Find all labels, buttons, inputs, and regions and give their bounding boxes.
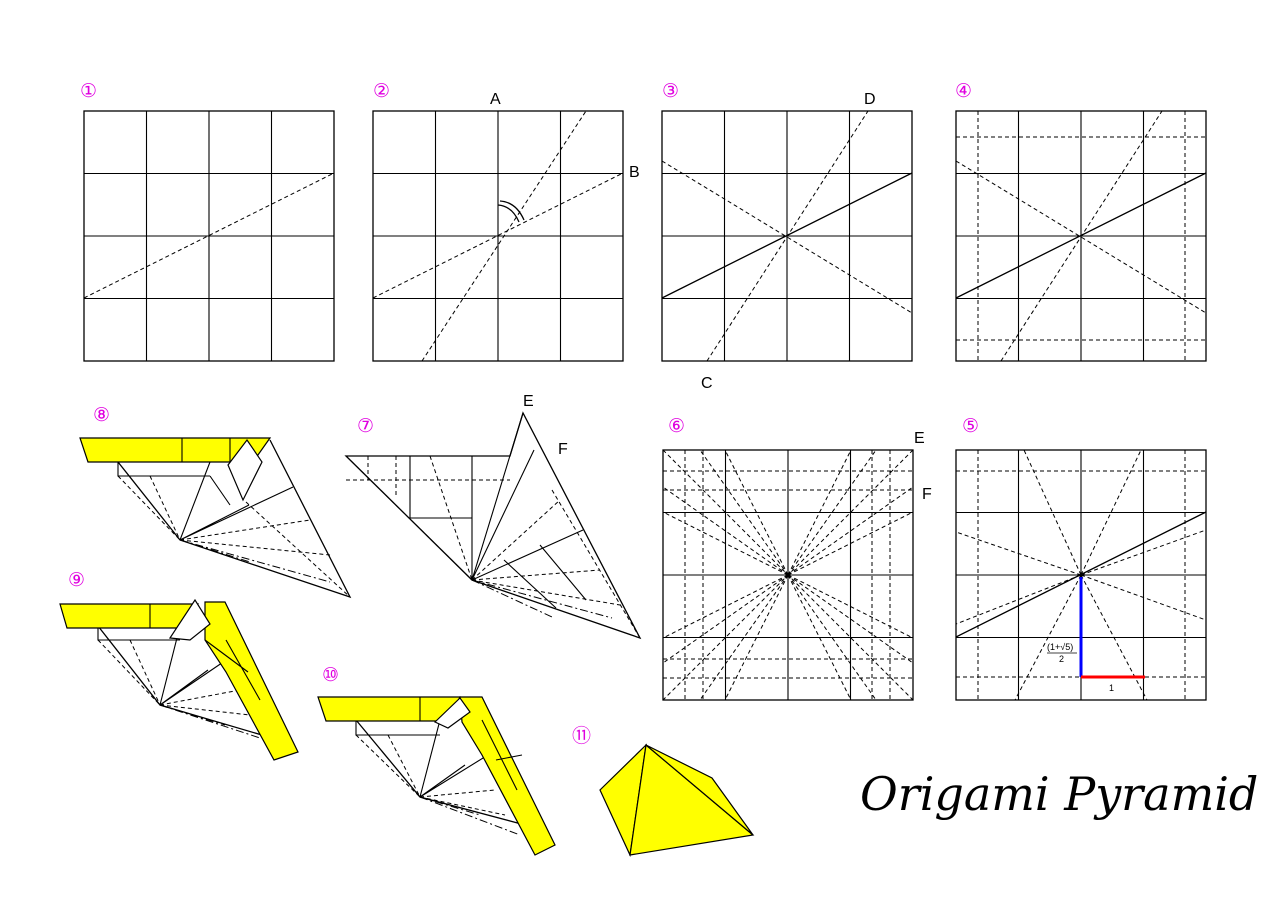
- step-5-square: ⑤ (1+√5) 2 1: [955, 415, 1207, 701]
- label-f-step7: F: [558, 441, 568, 458]
- step-8-fold: ⑧: [79, 404, 352, 599]
- step-9-number: ⑨: [68, 569, 85, 591]
- label-c: C: [701, 375, 713, 392]
- step-3-square: ③ D C: [661, 80, 913, 392]
- white-triangle-flap: [227, 438, 263, 502]
- ratio-denominator: 2: [1059, 654, 1064, 664]
- label-e-step6: E: [914, 430, 925, 447]
- step-10-number: ⑩: [322, 664, 339, 686]
- label-d: D: [864, 91, 876, 108]
- pyramid-face-right: [645, 744, 754, 836]
- step-5-number: ⑤: [962, 415, 979, 437]
- step-10-fold: ⑩: [317, 664, 556, 856]
- step-11-pyramid: ⑪: [572, 725, 755, 858]
- step-2-number: ②: [373, 80, 390, 102]
- white-triangle-flap-9: [168, 598, 211, 641]
- yellow-flap-side-9: [204, 601, 299, 761]
- diagram-title: Origami Pyramid: [860, 767, 1258, 821]
- label-b: B: [629, 164, 640, 181]
- step-8-number: ⑧: [93, 404, 110, 426]
- yellow-flap-side-10: [459, 696, 556, 856]
- unit-label: 1: [1109, 683, 1114, 693]
- step-7-fold: ⑦ E F: [344, 393, 642, 640]
- label-f-step6: F: [922, 486, 932, 503]
- white-triangle-flap-10: [433, 697, 471, 729]
- label-e-step7: E: [523, 393, 534, 410]
- label-a: A: [490, 91, 501, 108]
- angle-arc-outer: [499, 200, 525, 221]
- step-4-number: ④: [955, 80, 972, 102]
- step-9-fold: ⑨: [59, 569, 299, 761]
- ratio-numerator: (1+√5): [1047, 642, 1073, 652]
- step-11-number: ⑪: [572, 725, 591, 747]
- pyramid-face-front: [629, 743, 755, 856]
- step-2-square: ② A B: [372, 80, 640, 362]
- step-1-number: ①: [80, 80, 97, 102]
- step-1-square: ①: [80, 80, 335, 362]
- step-4-square: ④: [955, 80, 1207, 362]
- yellow-flap-top-10: [317, 696, 461, 722]
- yellow-flap-top-9: [59, 603, 200, 629]
- step-7-number: ⑦: [357, 415, 374, 437]
- angle-arc-inner: [497, 204, 520, 223]
- step-3-number: ③: [662, 80, 679, 102]
- step-6-square: ⑥ E F: [662, 415, 932, 701]
- step-6-number: ⑥: [668, 415, 685, 437]
